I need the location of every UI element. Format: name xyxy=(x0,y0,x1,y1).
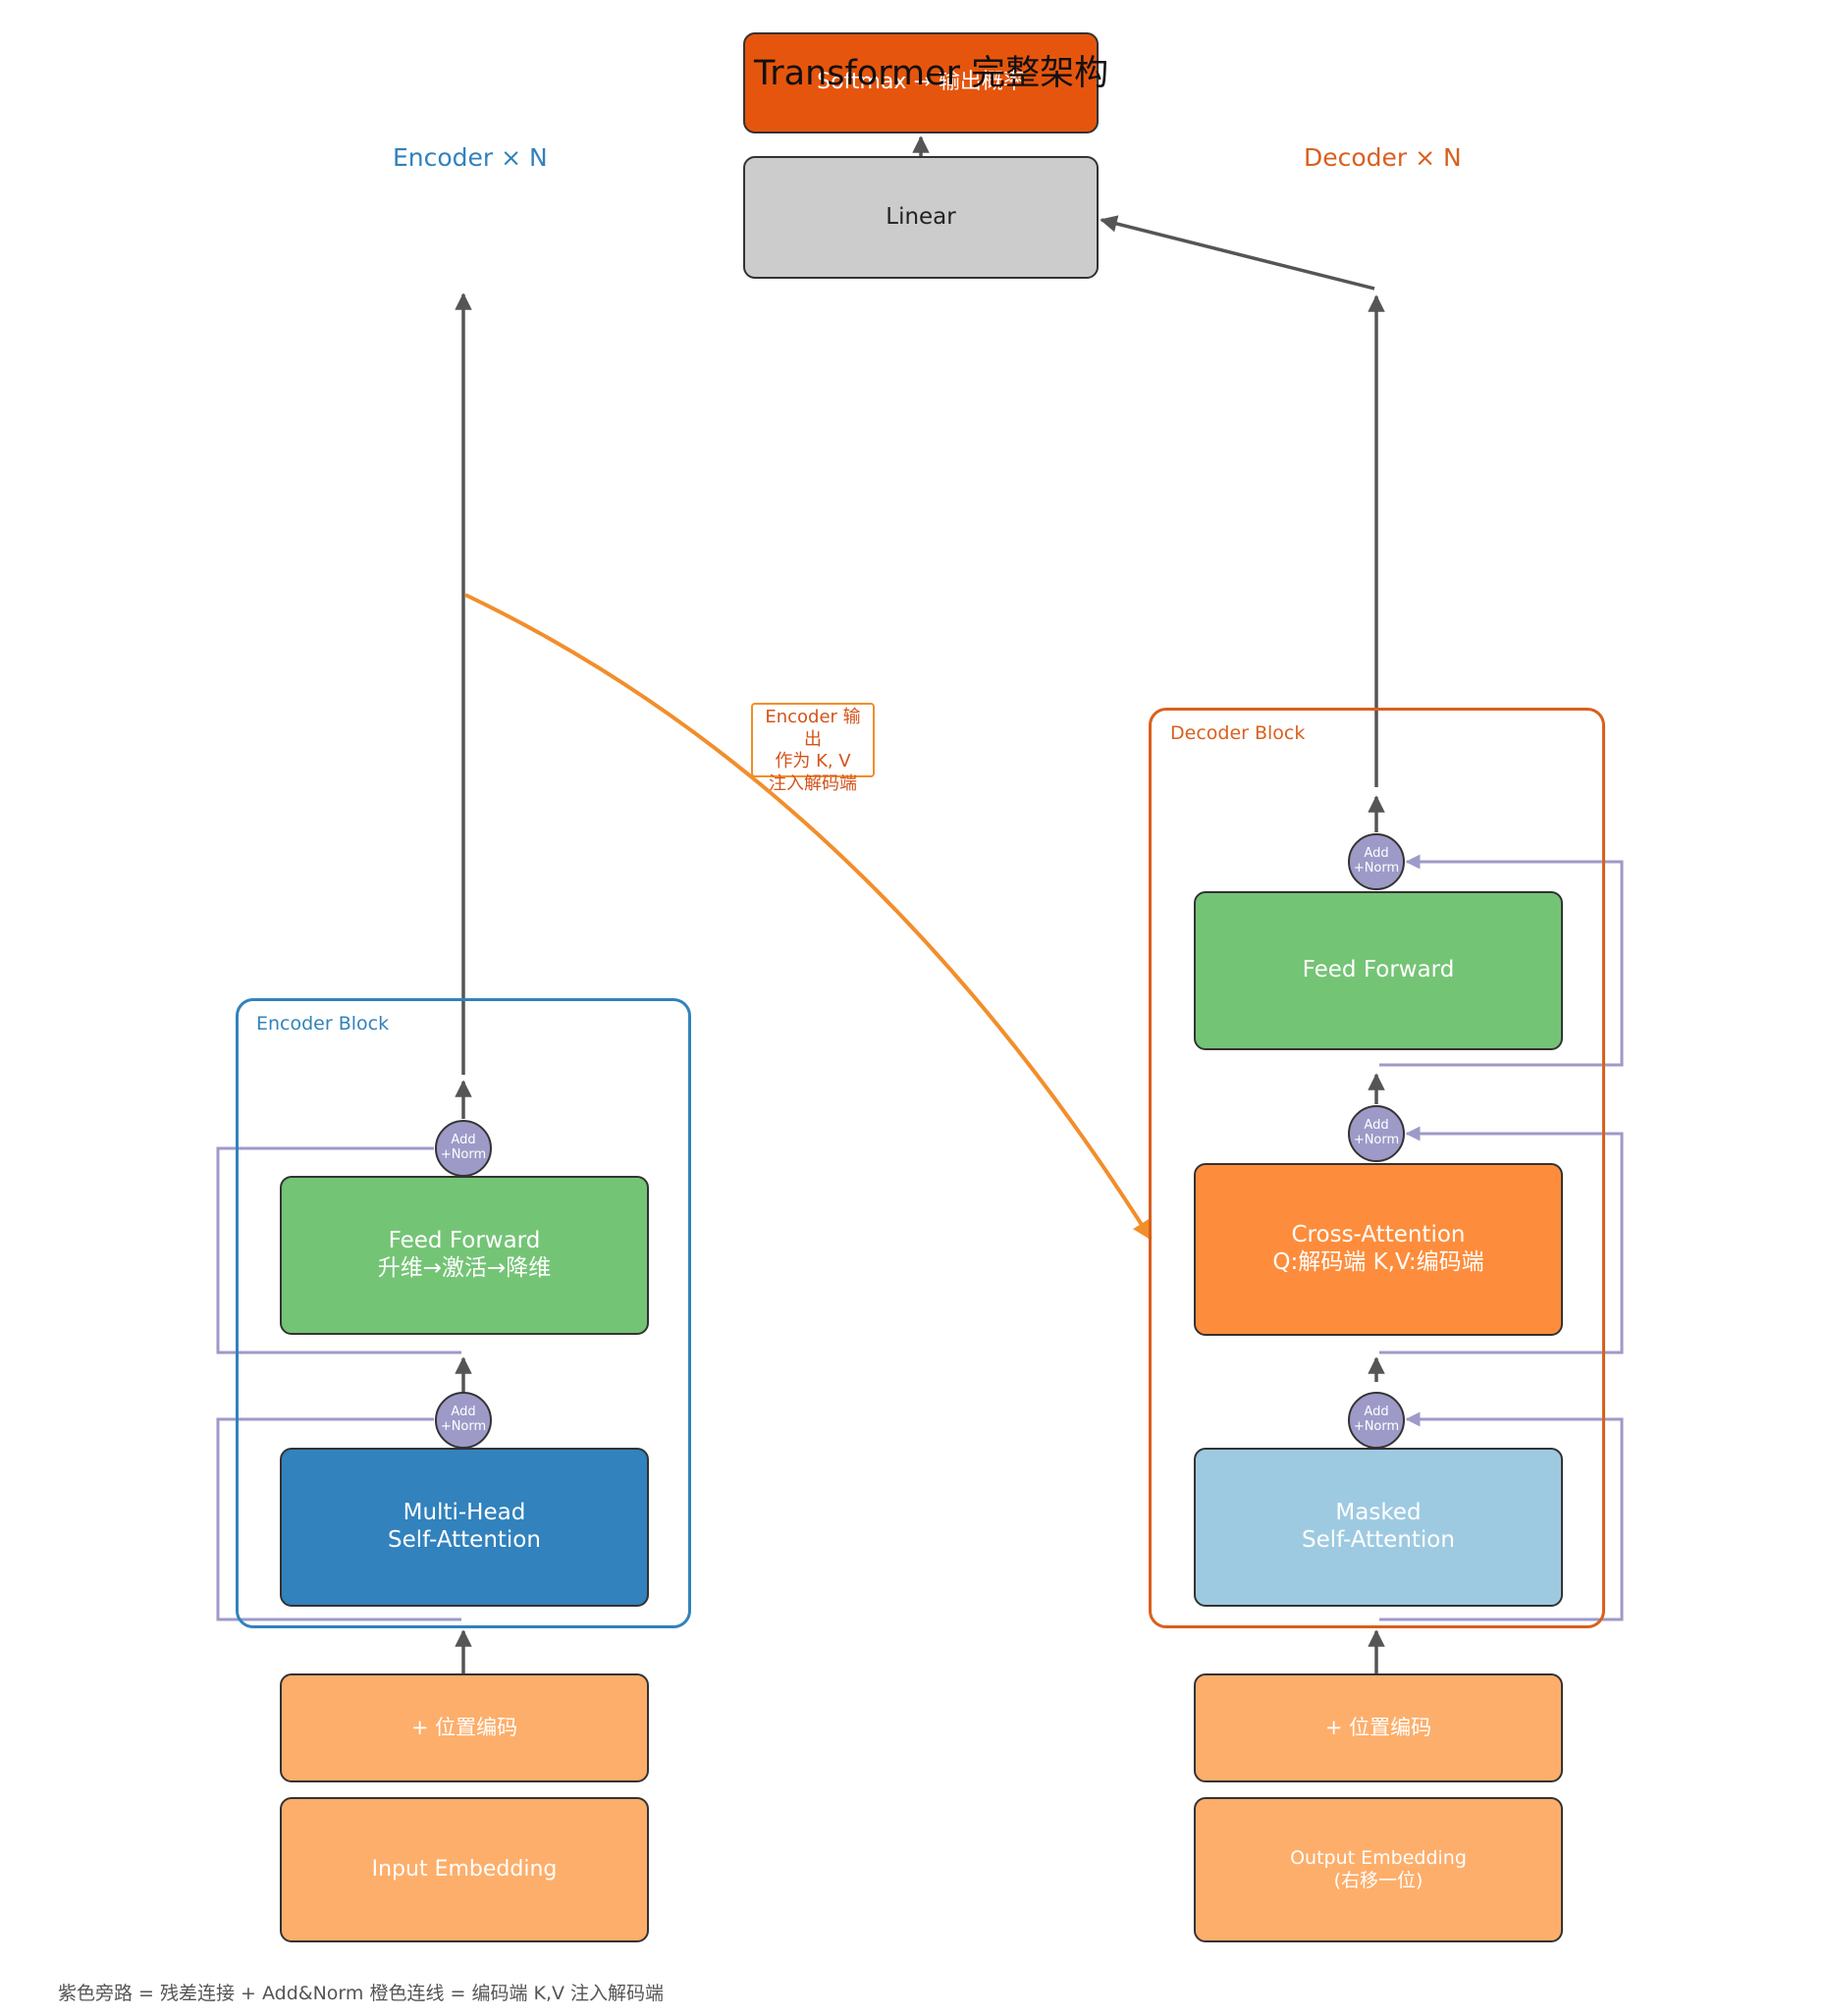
decoder-add-norm-cross: Add +Norm xyxy=(1348,1105,1405,1162)
masked-self-attention-line1: Masked xyxy=(1335,1500,1422,1526)
decoder-feed-forward-box: Feed Forward xyxy=(1194,891,1563,1050)
encoder-self-attention-line2: Self-Attention xyxy=(388,1527,541,1553)
cross-attention-title: Cross-Attention xyxy=(1291,1222,1466,1248)
masked-self-attention-box: Masked Self-Attention xyxy=(1194,1448,1563,1607)
input-embedding-box: Input Embedding xyxy=(280,1797,649,1942)
linear-label: Linear xyxy=(886,203,956,230)
encoder-add-norm-attention: Add +Norm xyxy=(435,1392,492,1449)
encoder-add-norm-ffn: Add +Norm xyxy=(435,1120,492,1177)
masked-self-attention-line2: Self-Attention xyxy=(1302,1527,1455,1553)
output-embedding-box: Output Embedding (右移一位) xyxy=(1194,1797,1563,1942)
softmax-label: Softmax → 输出概率 xyxy=(817,70,1025,95)
encoder-feed-forward-title: Feed Forward xyxy=(388,1228,541,1254)
cross-attention-box: Cross-Attention Q:解码端 K,V:编码端 xyxy=(1194,1163,1563,1336)
decoder-residual-masked xyxy=(1379,1411,1624,1621)
encoder-residual-attention xyxy=(216,1417,461,1621)
encoder-feed-forward-box: Feed Forward 升维→激活→降维 xyxy=(280,1176,649,1335)
encoder-block-label: Encoder Block xyxy=(256,1013,390,1035)
encoder-block xyxy=(236,998,691,1628)
decoder-block-label: Decoder Block xyxy=(1170,722,1306,744)
decoder-positional-label: + 位置编码 xyxy=(1324,1715,1432,1739)
encoder-positional-encoding-box: + 位置编码 xyxy=(280,1673,649,1782)
encoder-positional-label: + 位置编码 xyxy=(410,1715,518,1739)
encoder-residual-ffn xyxy=(216,1146,461,1354)
decoder-stack-label: Decoder × N xyxy=(1304,143,1462,172)
legend-note: 紫色旁路 = 残差连接 + Add&Norm 橙色连线 = 编码端 K,V 注入… xyxy=(58,1983,665,2004)
encoder-feed-forward-detail: 升维→激活→降维 xyxy=(377,1255,552,1281)
decoder-residual-cross xyxy=(1379,1126,1624,1354)
decoder-add-norm-ffn: Add +Norm xyxy=(1348,833,1405,890)
decoder-add-norm-masked: Add +Norm xyxy=(1348,1392,1405,1449)
output-embedding-line1: Output Embedding xyxy=(1290,1847,1467,1870)
softmax-box: Softmax → 输出概率 xyxy=(743,32,1099,133)
cross-attention-detail: Q:解码端 K,V:编码端 xyxy=(1272,1249,1484,1275)
decoder-residual-ffn xyxy=(1379,854,1624,1067)
encoder-self-attention-box: Multi-Head Self-Attention xyxy=(280,1448,649,1607)
output-embedding-line2: (右移一位) xyxy=(1333,1870,1423,1891)
decoder-block xyxy=(1149,708,1605,1628)
diagram-title: Transformer 完整架构 xyxy=(754,54,1109,93)
kv-injection-callout: Encoder 输出 作为 K, V 注入解码端 xyxy=(751,703,875,794)
linear-box: Linear xyxy=(743,156,1099,279)
encoder-self-attention-line1: Multi-Head xyxy=(403,1500,526,1526)
input-embedding-label: Input Embedding xyxy=(371,1856,558,1882)
encoder-kv-link xyxy=(464,593,1153,1241)
encoder-stack-label: Encoder × N xyxy=(393,143,548,172)
decoder-feed-forward-label: Feed Forward xyxy=(1302,957,1455,983)
decoder-positional-encoding-box: + 位置编码 xyxy=(1194,1673,1563,1782)
